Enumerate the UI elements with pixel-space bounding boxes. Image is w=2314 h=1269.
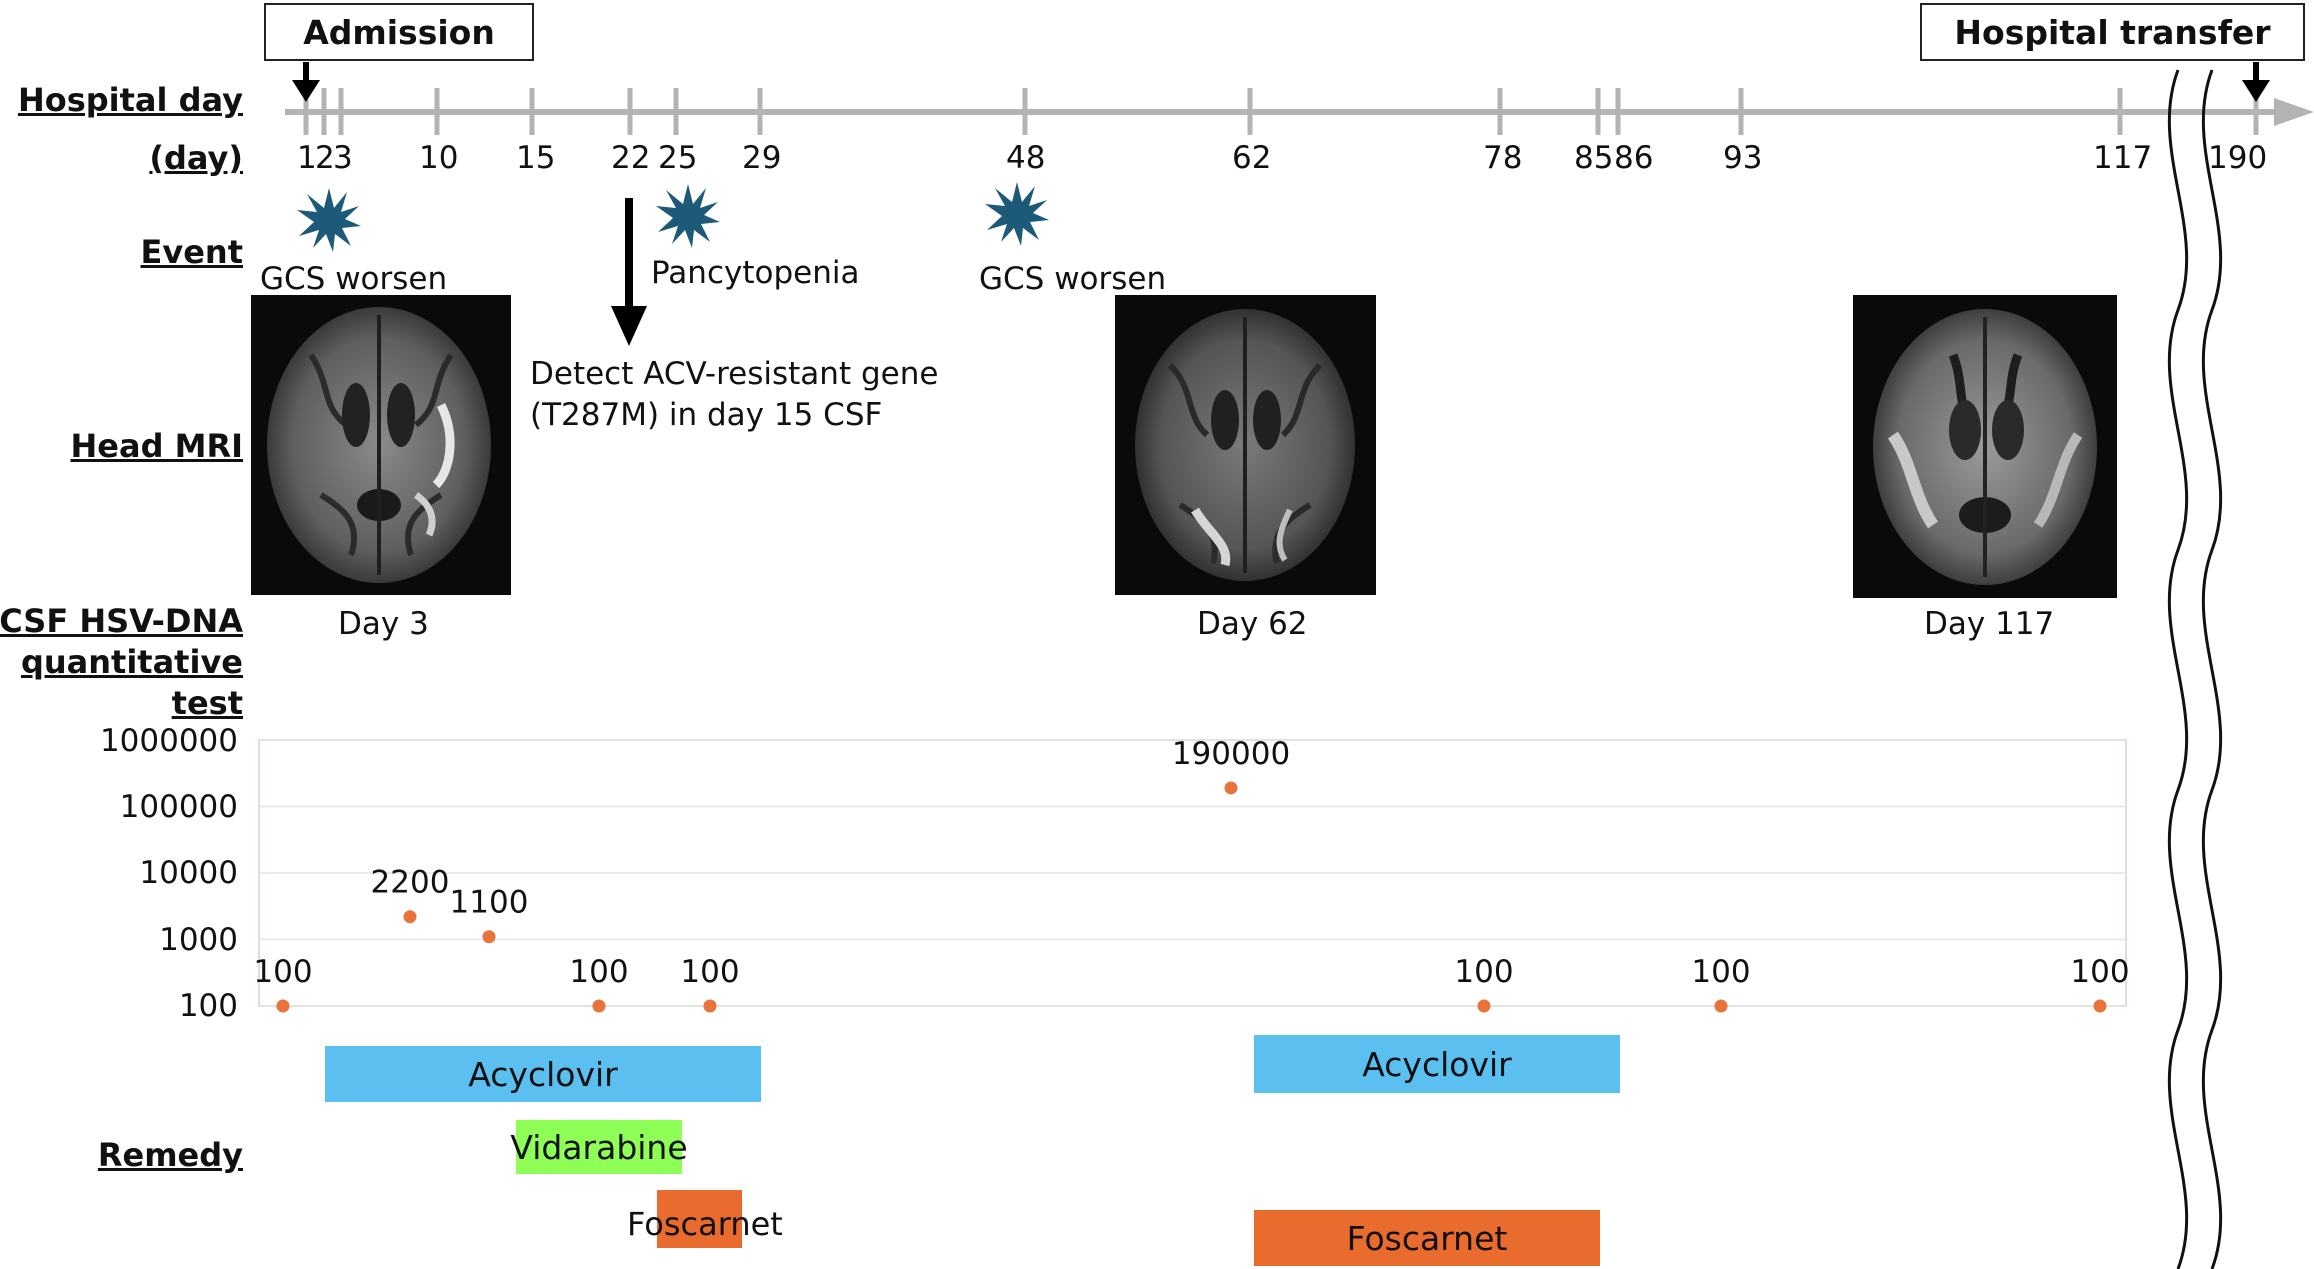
mri-caption-day-117: Day 117 — [1924, 606, 2055, 642]
pancytopenia-burst-icon — [656, 184, 720, 248]
day-tick-label: 85 — [1574, 140, 1614, 176]
data-point-day-93 — [1714, 999, 1728, 1013]
head-mri-label: Head MRI — [70, 427, 243, 465]
day-tick-label: 15 — [516, 140, 556, 176]
day-tick-label: 22 — [611, 140, 651, 176]
event-pancytopenia: Pancytopenia — [651, 255, 860, 291]
data-label-day-22: 100 — [569, 954, 628, 990]
remedy-acyclovir-1: Acyclovir — [325, 1046, 761, 1102]
event-label: Event — [140, 233, 244, 271]
day-tick-label: 3 — [333, 140, 353, 176]
remedy-foscarnet-2: Foscarnet — [1254, 1210, 1600, 1266]
remedy-vidarabine: Vidarabine — [510, 1120, 688, 1174]
y-tick-label: 100000 — [119, 789, 238, 825]
detect-arrowhead — [611, 306, 647, 346]
remedy-foscarnet-1 — [657, 1190, 742, 1248]
day-tick-label: 48 — [1006, 140, 1046, 176]
event-gcs-worsen-1: GCS worsen — [260, 261, 448, 297]
data-point-day-1 — [276, 999, 290, 1013]
mri-image-day-62 — [1115, 295, 1376, 595]
data-point-day-10 — [403, 910, 417, 924]
admission-box: Admission — [264, 3, 534, 61]
day-tick-label: 86 — [1614, 140, 1654, 176]
data-label-day-10: 2200 — [371, 865, 450, 901]
y-tick-label: 1000 — [159, 922, 238, 958]
y-tick-label: 10000 — [139, 855, 238, 891]
data-label-day-93: 100 — [1691, 954, 1750, 990]
day-tick-label: 1 — [297, 140, 317, 176]
csf-label-line-1: CSF HSV-DNA — [0, 602, 243, 640]
event-gcs-worsen-2: GCS worsen — [979, 261, 1167, 297]
timeline-ticks — [303, 88, 2259, 135]
data-point-day-15 — [482, 930, 496, 944]
data-label-day-62: 190000 — [1172, 736, 1290, 772]
csf-label-line-2: quantitative — [20, 643, 243, 681]
day-tick-label: 10 — [419, 140, 459, 176]
event-detect-line-2: (T287M) in day 15 CSF — [530, 397, 883, 433]
transfer-arrowhead — [2242, 80, 2270, 102]
day-tick-label: 2 — [315, 140, 335, 176]
data-label-day-78: 100 — [1454, 954, 1513, 990]
day-unit-label: (day) — [149, 139, 243, 177]
mri-image-day-117 — [1853, 295, 2117, 598]
day-tick-label: 25 — [658, 140, 698, 176]
time-break-line-2 — [2201, 69, 2223, 1269]
day-tick-label: 29 — [742, 140, 782, 176]
hospital-transfer-box: Hospital transfer — [1920, 3, 2305, 61]
csf-label-line-3: test — [171, 684, 243, 722]
mri-caption-day-62: Day 62 — [1197, 606, 1308, 642]
y-tick-label: 100 — [178, 988, 238, 1024]
data-point-day-29 — [703, 999, 717, 1013]
day-tick-label: 62 — [1232, 140, 1272, 176]
mri-caption-day-3: Day 3 — [338, 606, 429, 642]
day-tick-label: 78 — [1483, 140, 1523, 176]
mri-image-day-3 — [251, 295, 511, 595]
data-point-day-117 — [2093, 999, 2107, 1013]
data-label-day-15: 1100 — [450, 885, 529, 921]
hospital-day-label: Hospital day — [17, 81, 243, 119]
data-point-day-62 — [1224, 781, 1238, 795]
gcs-worsen-burst-icon — [297, 188, 361, 252]
remedy-acyclovir-2: Acyclovir — [1254, 1035, 1620, 1093]
y-tick-label: 1000000 — [99, 723, 238, 759]
data-point-day-22 — [592, 999, 606, 1013]
day-tick-label: 93 — [1723, 140, 1763, 176]
day-tick-label: 117 — [2093, 140, 2153, 176]
remedy-foscarnet-1-label: Foscarnet — [627, 1205, 783, 1243]
data-label-day-1: 100 — [253, 954, 312, 990]
time-break-line-1 — [2167, 69, 2189, 1269]
data-label-day-117: 100 — [2070, 954, 2129, 990]
event-detect-line-1: Detect ACV-resistant gene — [530, 356, 939, 392]
data-label-day-29: 100 — [680, 954, 739, 990]
admission-arrowhead — [292, 80, 320, 102]
timeline-arrowhead — [2274, 98, 2314, 126]
day-tick-label: 190 — [2208, 140, 2268, 176]
gcs-worsen-2-burst-icon — [985, 182, 1049, 246]
data-point-day-78 — [1477, 999, 1491, 1013]
remedy-label: Remedy — [97, 1136, 243, 1174]
